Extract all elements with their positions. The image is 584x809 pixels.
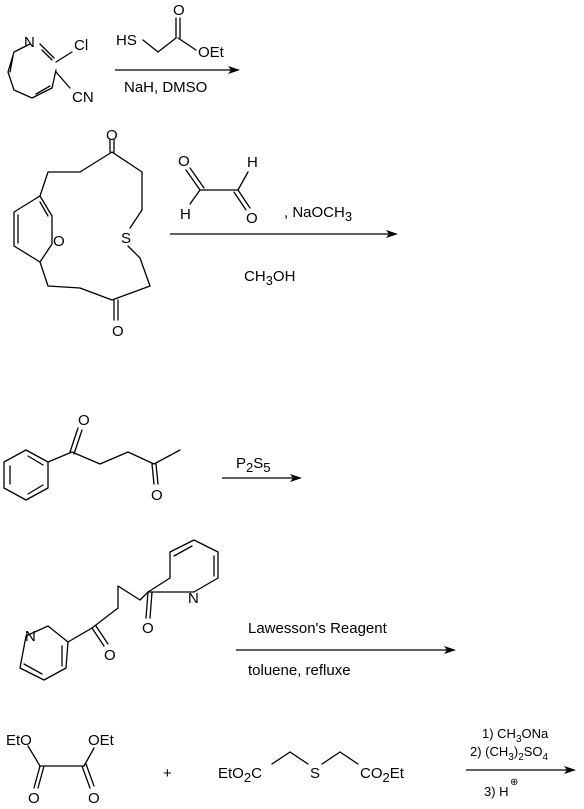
atom-o-furan: O bbox=[53, 233, 65, 250]
scheme-2: O O S O O H H O , NaOCH3 CH3OH bbox=[13, 127, 398, 340]
atom-o2: O bbox=[151, 487, 163, 504]
atom-o2: O bbox=[88, 790, 100, 807]
conditions-above-4: Lawesson's Reagent bbox=[248, 620, 388, 637]
atom-o2: O bbox=[142, 620, 154, 637]
atom-o: O bbox=[173, 2, 185, 19]
atom-o1: O bbox=[104, 647, 116, 664]
reagent-p2s5: P2S5 bbox=[236, 455, 271, 475]
positive-charge-icon: ⊕ bbox=[510, 777, 518, 788]
atom-h1: H bbox=[180, 206, 191, 223]
chloronicotinonitrile: N Cl CN bbox=[7, 34, 94, 106]
condition-step-1: 1) CH3ONa bbox=[482, 726, 549, 745]
conditions-below-2: CH3OH bbox=[244, 268, 295, 288]
conditions-below-4: toluene, refluxe bbox=[248, 662, 351, 679]
condition-step-3: 3) H bbox=[484, 784, 509, 799]
plus-sign: + bbox=[163, 765, 172, 782]
scheme-5: EtO OEt O O + EtO2C S CO2Et 1) CH3ONa 2)… bbox=[6, 726, 576, 807]
furan-macrocycle: O O S O bbox=[13, 127, 151, 340]
atom-cl: Cl bbox=[74, 37, 88, 54]
atom-oet: OEt bbox=[198, 44, 225, 61]
conditions-above-2: , NaOCH3 bbox=[284, 204, 352, 224]
atom-o2: O bbox=[246, 210, 258, 227]
atom-o-top: O bbox=[106, 127, 118, 144]
diethyl-oxalate: EtO OEt O O bbox=[6, 732, 115, 807]
conditions-below-1: NaH, DMSO bbox=[124, 79, 207, 96]
atom-n2: N bbox=[188, 590, 199, 607]
atom-eto: EtO bbox=[6, 732, 32, 749]
arrowhead-icon bbox=[228, 66, 240, 74]
phenyl-diketone: O O bbox=[3, 412, 181, 504]
ethyl-thioglycolate: HS O OEt bbox=[116, 2, 225, 61]
scheme-1: N Cl CN HS O OEt NaH, DMSO bbox=[7, 2, 240, 106]
arrowhead-icon bbox=[564, 766, 576, 774]
arrowhead-icon bbox=[290, 474, 302, 482]
arrowhead-icon bbox=[386, 230, 398, 238]
atom-o-bottom: O bbox=[112, 323, 124, 340]
atom-o1: O bbox=[178, 153, 190, 170]
atom-s: S bbox=[121, 230, 131, 247]
dipyridyl-diketone: N N O O bbox=[19, 539, 219, 681]
scheme-3: O O P2S5 bbox=[3, 412, 302, 504]
atom-cn: CN bbox=[72, 89, 94, 106]
diethyl-thiodiglycolate: EtO2C S CO2Et bbox=[218, 751, 405, 785]
atom-n1: N bbox=[25, 628, 36, 645]
atom-s: S bbox=[310, 765, 320, 782]
thio-right-ester: CO2Et bbox=[360, 765, 405, 785]
atom-h2: H bbox=[247, 154, 258, 171]
atom-o1: O bbox=[78, 412, 90, 429]
atom-oet: OEt bbox=[88, 732, 115, 749]
atom-hs: HS bbox=[116, 32, 137, 49]
glyoxal: O H H O bbox=[178, 153, 258, 227]
thio-left-ester: EtO2C bbox=[218, 765, 262, 785]
atom-o1: O bbox=[28, 790, 40, 807]
atom-n: N bbox=[24, 34, 35, 51]
condition-step-2: 2) (CH3)2SO4 bbox=[470, 744, 549, 763]
scheme-4: N N O O Lawesson's Reagent toluene, refl… bbox=[19, 539, 456, 681]
arrowhead-icon bbox=[444, 646, 456, 654]
